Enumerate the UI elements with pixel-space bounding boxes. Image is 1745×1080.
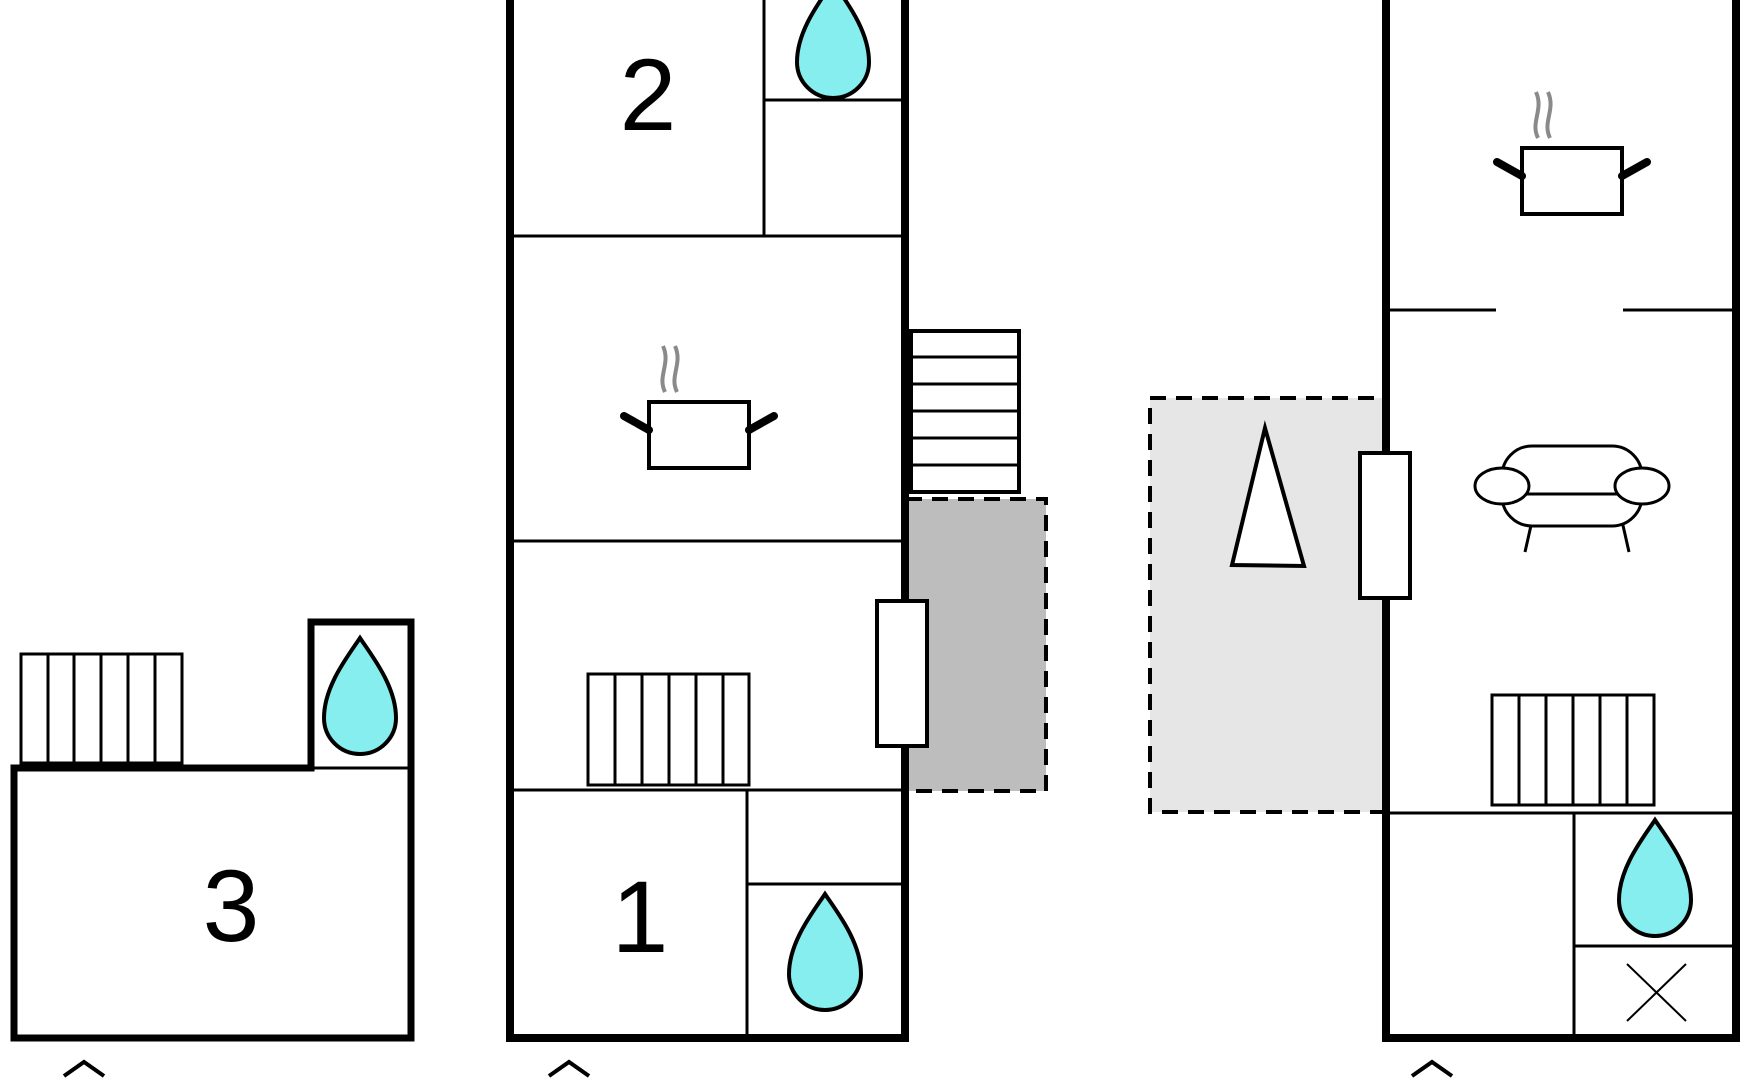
- stairs-icon: [909, 329, 1021, 494]
- house-marker-icon: [62, 1059, 106, 1078]
- terrace-dark: [904, 497, 1048, 793]
- radiator-icon: [19, 652, 184, 765]
- sofa-icon: [1473, 444, 1671, 553]
- radiator-icon: [586, 672, 751, 787]
- building-middle: 2 1: [506, 0, 1048, 1078]
- cross-icon: [1626, 963, 1687, 1022]
- building-middle-walls: [506, 0, 909, 1042]
- house-marker-icon: [547, 1059, 591, 1078]
- tent-icon: [1229, 420, 1307, 569]
- radiator-icon: [1490, 693, 1656, 807]
- room-number-3: 3: [203, 849, 260, 963]
- door-icon: [875, 599, 929, 748]
- door-icon: [1358, 451, 1412, 600]
- building-right: [1148, 0, 1740, 1078]
- house-marker-icon: [1410, 1059, 1454, 1078]
- building-left: 3: [10, 618, 415, 1078]
- room-number-1: 1: [612, 860, 669, 974]
- room-number-2: 2: [620, 38, 677, 152]
